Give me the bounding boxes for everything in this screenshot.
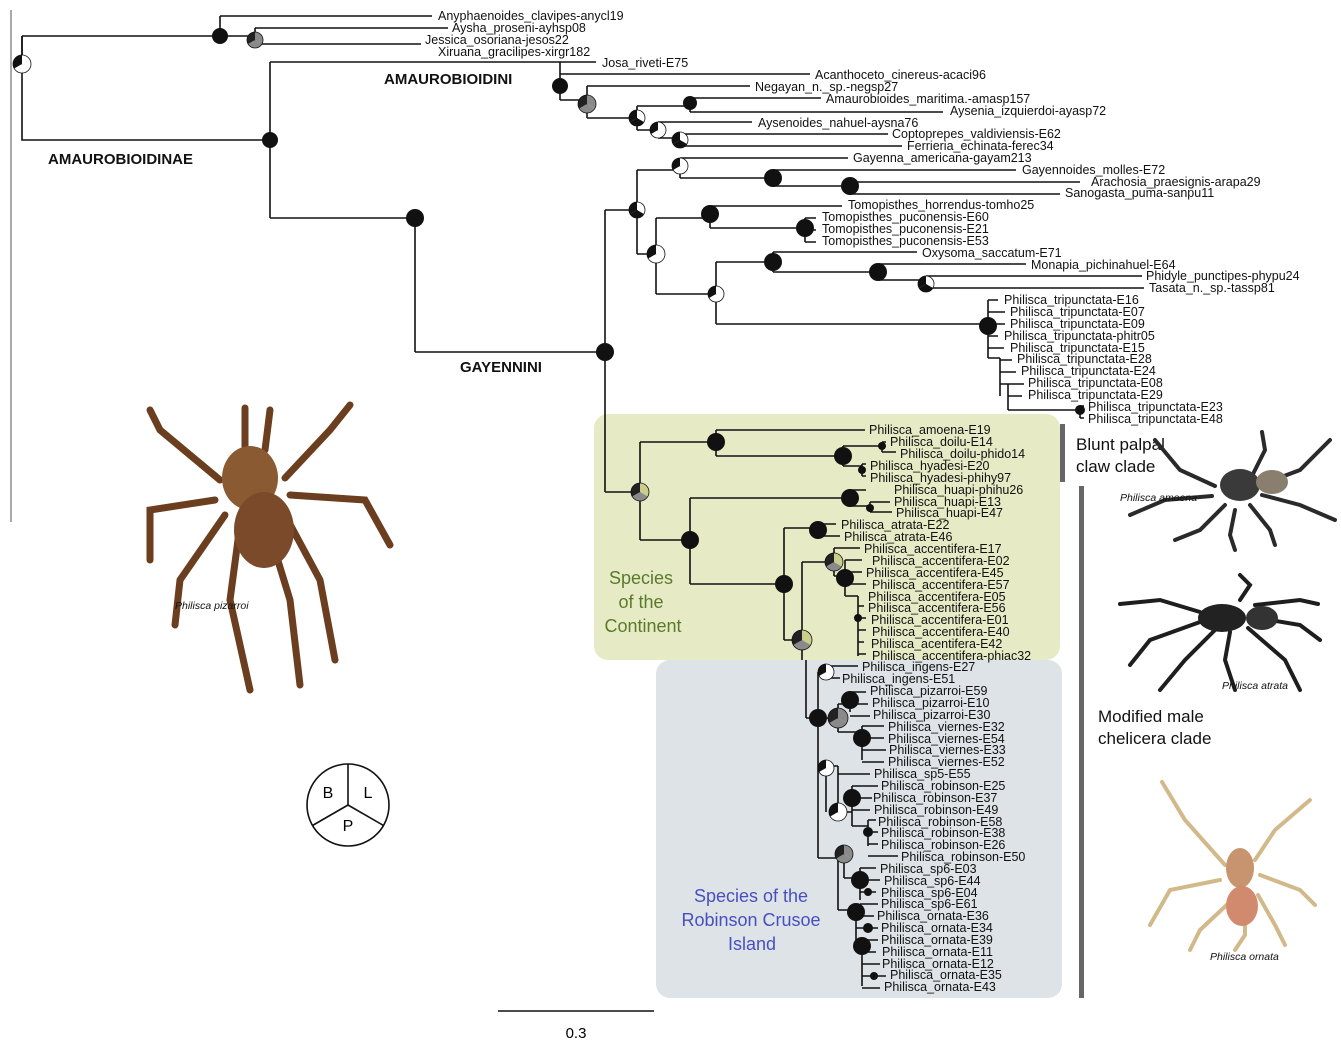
tip-label: Xiruana_gracilipes-xirgr182 (438, 45, 590, 59)
node-marker (775, 575, 793, 593)
spider-ornata-photo: Philisca ornata (1150, 782, 1315, 963)
node-marker (841, 691, 859, 709)
spider-pizarroi-photo: Philisca pizarroi (150, 405, 390, 690)
node-pie (247, 32, 263, 48)
continent-label-line1: Species (609, 568, 673, 588)
legend-b: B (323, 785, 334, 802)
node-pie (672, 158, 688, 174)
node-pie (818, 760, 834, 776)
node-pie (918, 276, 934, 292)
node-marker (853, 729, 871, 747)
node-pie (631, 483, 649, 501)
node-marker (870, 972, 878, 980)
clade-label-gayennini: GAYENNINI (460, 359, 542, 376)
caption-atrata: Philisca atrata (1222, 680, 1288, 692)
node-pie (672, 132, 688, 148)
node-marker (863, 923, 873, 933)
node-marker (262, 132, 278, 148)
node-marker (858, 466, 866, 474)
continent-label-line3: Continent (604, 616, 681, 636)
node-marker (853, 937, 871, 955)
node-pie (792, 630, 812, 650)
blunt-clade-label-line2: claw clade (1076, 457, 1155, 476)
node-pie (835, 845, 853, 863)
modified-clade-label-line2: chelicera clade (1098, 729, 1211, 748)
tip-label: Josa_riveti-E75 (602, 56, 688, 70)
node-pie (13, 55, 31, 73)
node-marker (836, 569, 854, 587)
spider-atrata-photo: Philisca atrata (1120, 575, 1320, 692)
modified-clade-label-line1: Modified male (1098, 707, 1204, 726)
node-marker (681, 531, 699, 549)
node-pie (829, 803, 847, 821)
node-marker (552, 78, 568, 94)
node-marker (864, 888, 872, 896)
scale-bar-label: 0.3 (566, 1025, 587, 1042)
tip-label: Gayenna_americana-gayam213 (853, 151, 1032, 165)
node-pie (825, 553, 843, 571)
node-marker (707, 433, 725, 451)
robinson-label-line1: Species of the (694, 886, 808, 906)
blunt-clade-label-line1: Blunt palpal (1076, 435, 1165, 454)
blunt-claw-clade-bar (1060, 424, 1065, 482)
tip-label: Aysenia_izquierdoi-ayasp72 (950, 104, 1106, 118)
continent-label-line2: of the (618, 592, 663, 612)
robinson-label-line3: Island (728, 934, 776, 954)
node-marker (854, 614, 862, 622)
node-pie (708, 286, 724, 302)
node-marker (683, 96, 697, 110)
node-marker (596, 343, 614, 361)
node-marker (406, 209, 424, 227)
node-marker (834, 447, 852, 465)
legend-p: P (343, 818, 354, 835)
node-marker (764, 169, 782, 187)
node-marker (863, 827, 873, 837)
node-marker (764, 253, 782, 271)
node-marker (809, 709, 827, 727)
node-pie (647, 245, 665, 263)
ancestral-area-legend: B L P (307, 764, 389, 846)
node-pie (650, 122, 666, 138)
node-marker (878, 442, 886, 450)
clade-label-amaurobioidini: AMAUROBIOIDINI (384, 71, 512, 88)
node-pie (578, 95, 596, 113)
node-marker (841, 177, 859, 195)
caption-pizarroi: Philisca pizarroi (175, 600, 249, 612)
node-marker (212, 28, 228, 44)
node-marker (843, 789, 861, 807)
legend-l: L (364, 785, 373, 802)
node-marker (841, 489, 859, 507)
node-marker (851, 871, 869, 889)
node-pie (818, 664, 834, 680)
caption-amoena: Philisca amoena (1120, 492, 1197, 504)
node-pie (629, 110, 645, 126)
robinson-label-line2: Robinson Crusoe (681, 910, 820, 930)
node-pie (629, 202, 645, 218)
node-marker (796, 219, 814, 237)
node-marker (809, 521, 827, 539)
clade-label-amaurobioidinae: AMAUROBIOIDINAE (48, 151, 193, 168)
node-marker (847, 903, 865, 921)
tip-label: Sanogasta_puma-sanpu11 (1065, 186, 1214, 200)
node-marker (1075, 405, 1085, 415)
caption-ornata: Philisca ornata (1210, 951, 1279, 963)
tip-label: Philisca_tripunctata-E48 (1088, 412, 1223, 426)
modified-chelicera-clade-bar (1079, 486, 1084, 998)
node-marker (869, 263, 887, 281)
node-marker (979, 317, 997, 335)
tip-label: Tasata_n._sp.-tassp81 (1149, 281, 1275, 295)
node-pie (828, 708, 848, 728)
node-marker (701, 205, 719, 223)
tip-label: Philisca_ornata-E43 (884, 980, 996, 994)
node-marker (866, 504, 874, 512)
